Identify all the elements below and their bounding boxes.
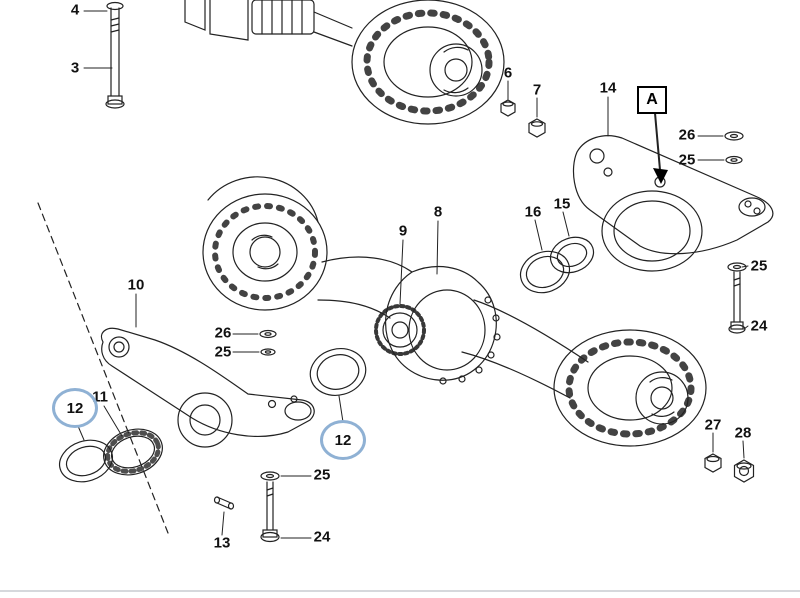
callout-16: 16 [524,203,542,221]
washer-25-bottom [260,471,280,481]
bolt-24-right [728,271,746,334]
callout-25-right-upper: 25 [678,151,696,169]
callout-27: 27 [704,416,722,434]
washer-26-right [724,131,744,141]
callout-8: 8 [433,203,443,221]
callout-12-left-circled[interactable]: 12 [52,388,98,428]
bolt-3-4 [105,1,125,109]
callout-26-left: 26 [214,324,232,342]
seal-ring-15 [549,236,595,274]
view-reference-label-a: A [637,86,667,114]
callout-9: 9 [398,222,408,240]
callout-25-right-lower: 25 [750,257,768,275]
input-flange-9 [374,304,426,356]
callout-14: 14 [599,79,617,97]
callout-4: 4 [70,1,80,19]
axle-housing [317,256,589,399]
planetary-hub-left [202,176,328,311]
callout-26-right: 26 [678,126,696,144]
callout-7: 7 [532,81,542,99]
callout-25-left: 25 [214,343,232,361]
section-cut-line [37,202,169,534]
trailing-arm-left [100,327,315,448]
washer-26-left [259,329,277,339]
callout-28: 28 [734,424,752,442]
callout-3: 3 [70,59,80,77]
stud-13 [213,496,235,510]
bearing-11 [103,428,163,476]
callout-10: 10 [127,276,145,294]
nut-7 [528,118,546,138]
callout-24-bottom: 24 [313,528,331,546]
wheel-hub-right [553,329,707,447]
nut-28 [733,459,755,483]
callout-6: 6 [503,64,513,82]
callout-25-bottom: 25 [313,466,331,484]
view-a-arrow [653,112,668,184]
washer-25-right-upper [725,155,743,165]
washer-25-left [260,348,276,356]
callout-12-center-circled[interactable]: 12 [320,420,366,460]
top-axle-assembly [184,0,505,125]
callout-24-right: 24 [750,317,768,335]
callout-13: 13 [213,534,231,552]
leader-lines [77,10,749,539]
callout-15: 15 [553,195,571,213]
seal-ring-12-center [309,348,367,396]
trailing-arm-right [572,135,774,272]
bolt-24-bottom [260,481,280,543]
nut-27 [704,453,722,473]
washer-25-right-lower [727,262,747,272]
nut-6 [500,99,516,117]
